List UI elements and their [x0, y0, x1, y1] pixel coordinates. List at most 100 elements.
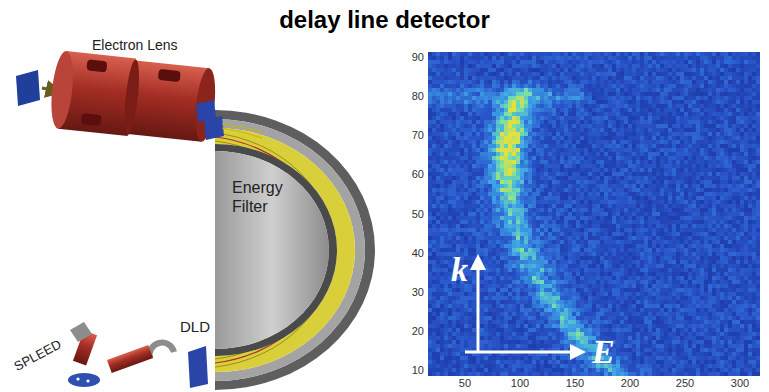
spectrum-pixel: [548, 92, 552, 96]
spectrum-pixel: [624, 128, 628, 132]
spectrum-pixel: [744, 96, 748, 100]
spectrum-pixel: [728, 136, 732, 140]
spectrum-pixel: [460, 64, 464, 68]
spectrum-pixel: [628, 96, 632, 100]
spectrum-pixel: [452, 104, 456, 108]
spectrum-pixel: [444, 136, 448, 140]
spectrum-pixel: [456, 128, 460, 132]
spectrum-pixel: [548, 132, 552, 136]
spectrum-pixel: [472, 56, 476, 60]
spectrum-pixel: [548, 76, 552, 80]
spectrum-pixel: [464, 136, 468, 140]
spectrum-pixel: [520, 96, 524, 100]
spectrum-pixel: [572, 96, 576, 100]
spectrum-pixel: [608, 116, 612, 120]
spectrum-pixel: [468, 140, 472, 144]
spectrum-pixel: [624, 120, 628, 124]
spectrum-pixel: [716, 136, 720, 140]
spectrum-pixel: [532, 76, 536, 80]
spectrum-pixel: [544, 120, 548, 124]
spectrum-pixel: [548, 136, 552, 140]
spectrum-pixel: [556, 72, 560, 76]
spectrum-pixel: [616, 52, 620, 56]
spectrum-pixel: [464, 116, 468, 120]
spectrum-pixel: [432, 100, 436, 104]
spectrum-pixel: [480, 60, 484, 64]
spectrum-pixel: [660, 108, 664, 112]
spectrum-pixel: [604, 52, 608, 56]
spectrum-pixel: [640, 100, 644, 104]
spectrum-pixel: [564, 52, 568, 56]
spectrum-pixel: [652, 80, 656, 84]
spectrum-pixel: [552, 68, 556, 72]
spectrum-pixel: [496, 64, 500, 68]
spectrum-pixel: [548, 88, 552, 92]
spectrum-pixel: [736, 112, 740, 116]
spectrum-pixel: [512, 52, 516, 56]
spectrum-pixel: [512, 108, 516, 112]
spectrum-pixel: [476, 80, 480, 84]
spectrum-pixel: [436, 60, 440, 64]
spectrum-pixel: [596, 68, 600, 72]
spectrum-pixel: [664, 60, 668, 64]
spectrum-pixel: [512, 136, 516, 140]
spectrum-pixel: [664, 56, 668, 60]
spectrum-pixel: [456, 112, 460, 116]
spectrum-pixel: [696, 120, 700, 124]
spectrum-pixel: [464, 68, 468, 72]
spectrum-pixel: [604, 96, 608, 100]
spectrum-pixel: [468, 76, 472, 80]
spectrum-pixel: [636, 124, 640, 128]
spectrum-pixel: [496, 132, 500, 136]
spectrum-pixel: [484, 60, 488, 64]
spectrum-pixel: [720, 88, 724, 92]
spectrum-pixel: [708, 124, 712, 128]
spectrum-pixel: [556, 124, 560, 128]
spectrum-pixel: [708, 76, 712, 80]
spectrum-pixel: [540, 92, 544, 96]
spectrum-pixel: [596, 128, 600, 132]
spectrum-pixel: [496, 92, 500, 96]
spectrum-pixel: [752, 112, 756, 116]
spectrum-pixel: [688, 96, 692, 100]
spectrum-pixel: [452, 144, 456, 148]
spectrum-pixel: [460, 56, 464, 60]
spectrum-pixel: [632, 88, 636, 92]
spectrum-pixel: [616, 72, 620, 76]
spectrum-pixel: [444, 108, 448, 112]
spectrum-pixel: [740, 128, 744, 132]
spectrum-pixel: [668, 128, 672, 132]
spectrum-pixel: [480, 112, 484, 116]
spectrum-pixel: [536, 92, 540, 96]
spectrum-pixel: [752, 132, 756, 136]
spectrum-pixel: [536, 60, 540, 64]
spectrum-pixel: [748, 136, 752, 140]
spectrum-pixel: [540, 116, 544, 120]
spectrum-pixel: [552, 108, 556, 112]
spectrum-pixel: [532, 132, 536, 136]
spectrum-pixel: [568, 100, 572, 104]
spectrum-pixel: [564, 144, 568, 148]
spectrum-pixel: [688, 112, 692, 116]
spectrum-pixel: [448, 64, 452, 68]
spectrum-pixel: [624, 140, 628, 144]
spectrum-pixel: [464, 80, 468, 84]
spectrum-pixel: [740, 76, 744, 80]
spectrum-pixel: [640, 112, 644, 116]
spectrum-pixel: [684, 116, 688, 120]
spectrum-pixel: [616, 124, 620, 128]
spectrum-pixel: [512, 76, 516, 80]
spectrum-pixel: [756, 88, 760, 92]
spectrum-pixel: [468, 100, 472, 104]
spectrum-pixel: [616, 76, 620, 80]
spectrum-pixel: [588, 72, 592, 76]
spectrum-pixel: [692, 96, 696, 100]
spectrum-pixel: [720, 128, 724, 132]
spectrum-pixel: [644, 96, 648, 100]
spectrum-pixel: [684, 68, 688, 72]
spectrum-pixel: [628, 80, 632, 84]
spectrum-pixel: [436, 64, 440, 68]
spectrum-pixel: [756, 116, 760, 120]
spectrum-pixel: [612, 92, 616, 96]
spectrum-pixel: [692, 132, 696, 136]
